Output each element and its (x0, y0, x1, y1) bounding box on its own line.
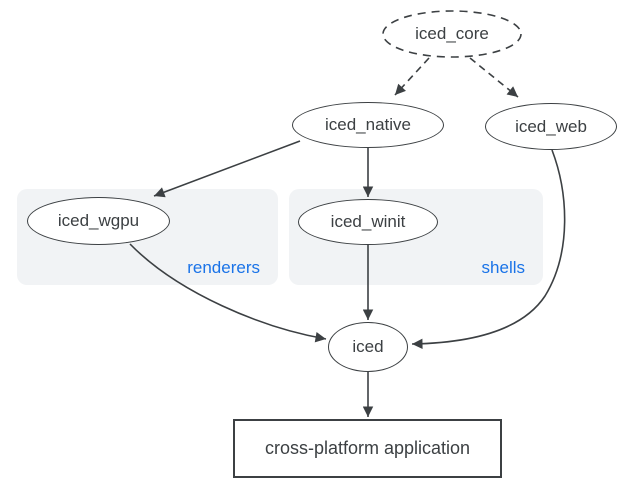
node-iced-core-label: iced_core (415, 24, 489, 43)
edge-iced_web-iced (411, 149, 566, 350)
edge-iced_core-iced_web (469, 57, 519, 98)
edge-iced_wgpu-iced (129, 243, 327, 343)
node-iced-core-outline (382, 10, 522, 58)
node-iced-core: iced_core (383, 11, 521, 57)
edge-iced_core-iced_native (394, 57, 430, 96)
node-iced-native-label: iced_native (324, 115, 411, 134)
node-iced-wgpu: iced_wgpu (27, 197, 170, 245)
node-iced: iced (328, 322, 408, 372)
node-iced-native: iced_native (292, 102, 444, 148)
group-renderers-label: renderers (187, 258, 260, 277)
node-iced-wgpu-label: iced_wgpu (57, 211, 140, 230)
node-iced-web-label: iced_web (515, 116, 587, 136)
node-iced-label: iced (352, 337, 384, 356)
node-cross-platform-application: cross-platform application (233, 419, 502, 478)
node-iced-winit-label: iced_winit (330, 212, 406, 231)
node-cross-platform-application-label: cross-platform application (264, 438, 471, 458)
node-iced-web: iced_web (485, 103, 617, 150)
group-shells-label: shells (481, 258, 525, 277)
node-iced-winit: iced_winit (298, 199, 438, 245)
edge-iced_native-iced_wgpu (153, 140, 301, 198)
